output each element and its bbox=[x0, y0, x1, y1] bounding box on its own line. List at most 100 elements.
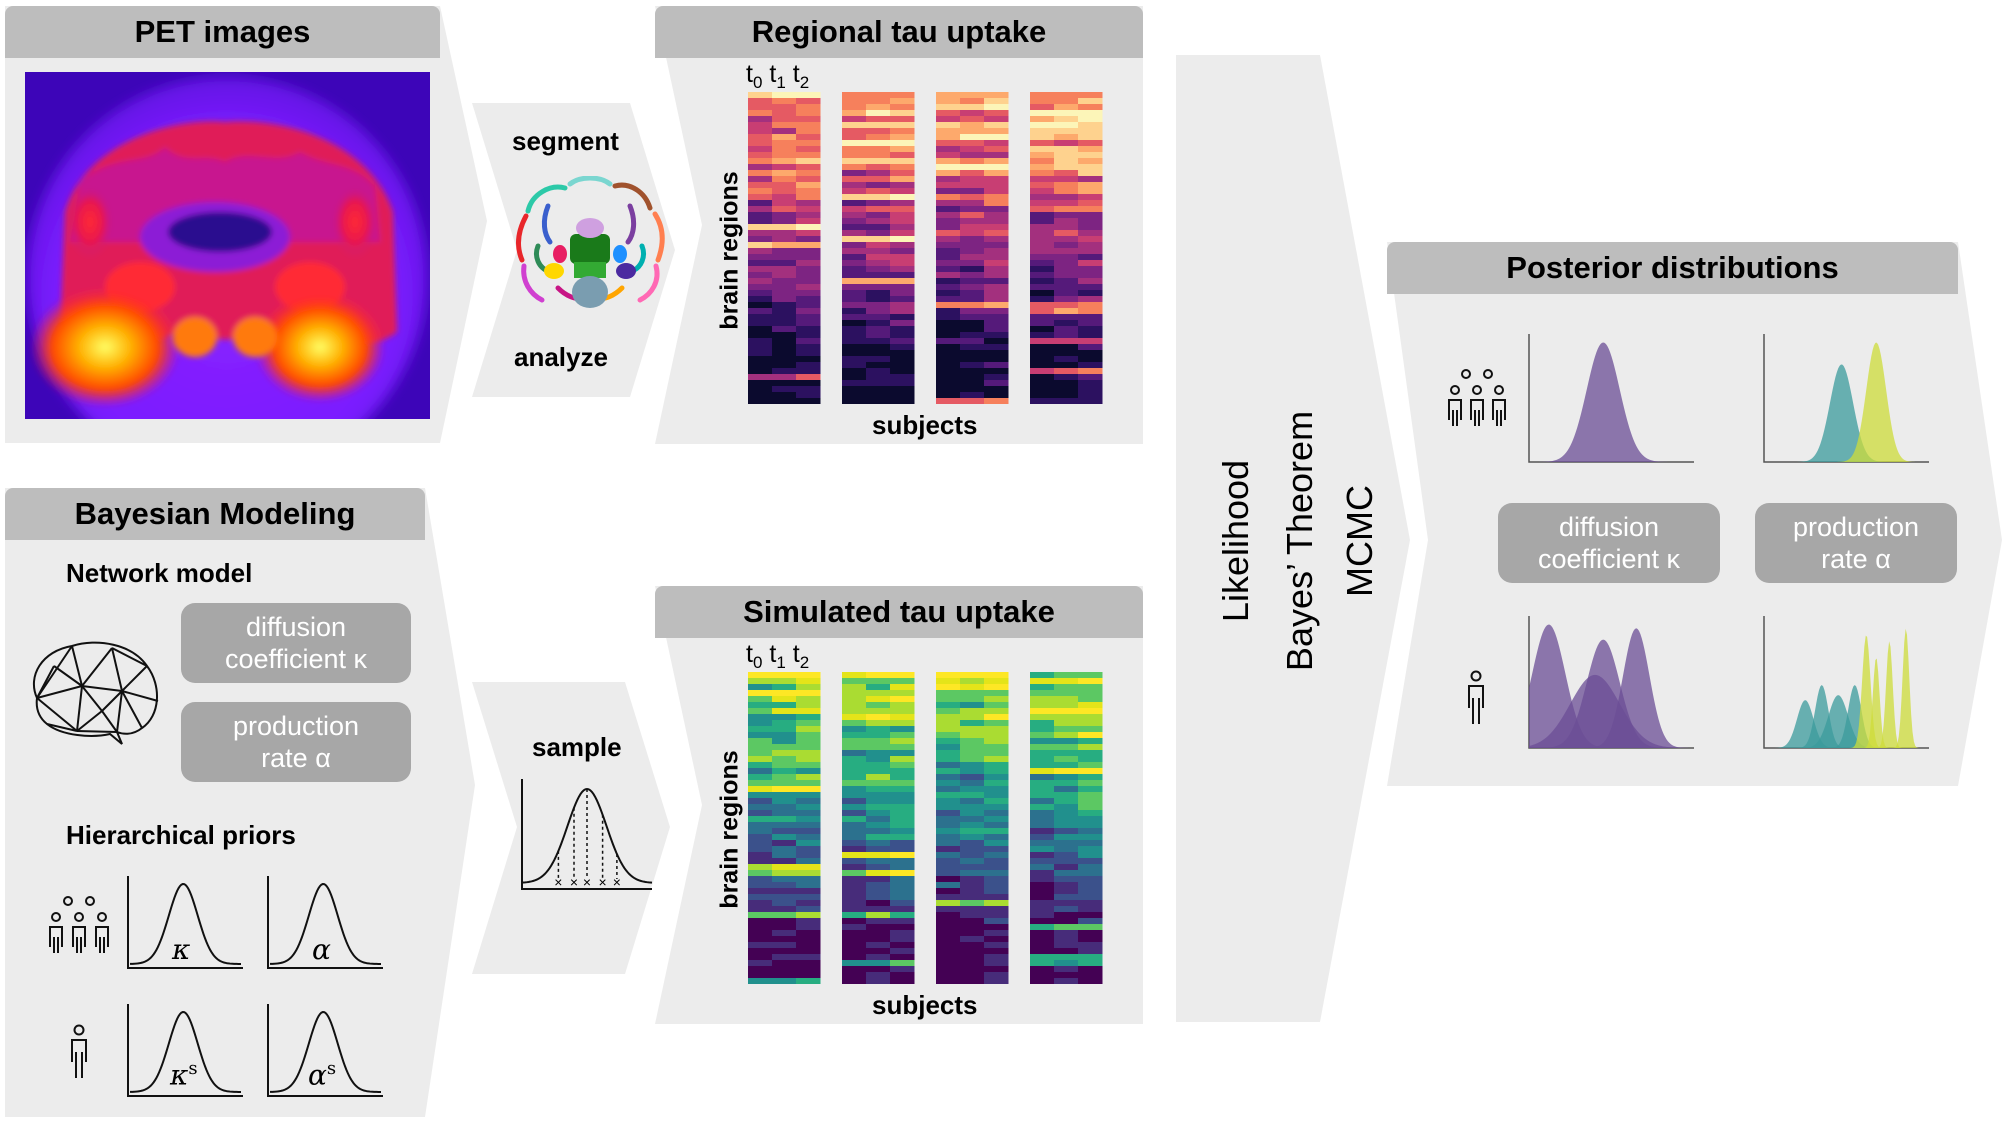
simulated-heatmap-cell bbox=[890, 780, 915, 787]
regional-heatmap-cell bbox=[960, 284, 985, 291]
simulated-heatmap-cell bbox=[796, 738, 821, 745]
regional-heatmap-cell bbox=[960, 116, 985, 123]
regional-heatmap-cell bbox=[772, 176, 797, 183]
simulated-heatmap-cell bbox=[748, 756, 773, 763]
inference-bayes: Bayes’ Theorem bbox=[1279, 410, 1320, 672]
regional-heatmap-cell bbox=[960, 236, 985, 243]
simulated-heatmap-cell bbox=[796, 810, 821, 817]
simulated-heatmap-cell bbox=[890, 942, 915, 949]
regional-heatmap-cell bbox=[1054, 302, 1079, 309]
simulated-heatmap-cell bbox=[936, 882, 961, 889]
posterior-panel-title: Posterior distributions bbox=[1387, 242, 1958, 294]
regional-heatmap-cell bbox=[772, 386, 797, 393]
simulated-heatmap-cell bbox=[748, 894, 773, 901]
simulated-heatmap-cell bbox=[796, 726, 821, 733]
regional-heatmap-cell bbox=[960, 254, 985, 261]
simulated-heatmap-cell bbox=[748, 780, 773, 787]
regional-heatmap-cell bbox=[748, 362, 773, 369]
simulated-heatmap-cell bbox=[1054, 876, 1079, 883]
simulated-heatmap-cell bbox=[748, 732, 773, 739]
simulated-heatmap-cell bbox=[842, 894, 867, 901]
regional-heatmap-cell bbox=[796, 224, 821, 231]
regional-heatmap-cell bbox=[842, 182, 867, 189]
simulated-heatmap-cell bbox=[1030, 768, 1055, 775]
regional-heatmap-cell bbox=[748, 128, 773, 135]
regional-heatmap-cell bbox=[984, 326, 1009, 333]
simulated-heatmap-cell bbox=[890, 720, 915, 727]
regional-heatmap-cell bbox=[960, 248, 985, 255]
regional-heatmap-cell bbox=[1030, 104, 1055, 111]
regional-heatmap-cell bbox=[1078, 290, 1103, 297]
regional-heatmap-cell bbox=[1030, 368, 1055, 375]
simulated-heatmap-cell bbox=[772, 852, 797, 859]
simulated-heatmap-cell bbox=[796, 960, 821, 967]
regional-heatmap-cell bbox=[866, 158, 891, 165]
simulated-heatmap-cell bbox=[936, 918, 961, 925]
regional-heatmap-cell bbox=[936, 368, 961, 375]
simulated-heatmap-cell bbox=[960, 834, 985, 841]
simulated-heatmap-cell bbox=[748, 792, 773, 799]
simulated-heatmap-cell bbox=[960, 720, 985, 727]
simulated-heatmap-cell bbox=[890, 834, 915, 841]
regional-heatmap-cell bbox=[890, 350, 915, 357]
regional-heatmap-cell bbox=[1078, 188, 1103, 195]
simulated-heatmap-cell bbox=[796, 696, 821, 703]
regional-heatmap-cell bbox=[866, 386, 891, 393]
simulated-heatmap-cell bbox=[796, 882, 821, 889]
regional-heatmap-cell bbox=[866, 350, 891, 357]
simulated-heatmap-cell bbox=[1030, 936, 1055, 943]
simulated-heatmap-cell bbox=[936, 840, 961, 847]
simulated-heatmap-cell bbox=[1078, 756, 1103, 763]
regional-heatmap-cell bbox=[960, 278, 985, 285]
simulated-heatmap-cell bbox=[772, 750, 797, 757]
regional-heatmap-cell bbox=[1054, 92, 1079, 99]
regional-heatmap-cell bbox=[890, 248, 915, 255]
regional-heatmap-cell bbox=[748, 92, 773, 99]
regional-heatmap-cell bbox=[842, 158, 867, 165]
regional-heatmap-cell bbox=[984, 224, 1009, 231]
sample-label: sample bbox=[532, 732, 622, 762]
regional-heatmap-cell bbox=[1054, 368, 1079, 375]
posterior-density bbox=[1529, 639, 1694, 748]
regional-heatmap-cell bbox=[1030, 326, 1055, 333]
simulated-heatmap-cell bbox=[936, 870, 961, 877]
regional-heatmap-cell bbox=[984, 362, 1009, 369]
regional-heatmap-cell bbox=[960, 338, 985, 345]
simulated-heatmap-cell bbox=[772, 924, 797, 931]
simulated-heatmap-cell bbox=[866, 720, 891, 727]
simulated-heatmap-cell bbox=[842, 768, 867, 775]
simulated-heatmap-cell bbox=[866, 900, 891, 907]
regional-heatmap-cell bbox=[772, 200, 797, 207]
regional-heatmap-cell bbox=[842, 110, 867, 117]
regional-heatmap-cell bbox=[866, 254, 891, 261]
regional-heatmap-cell bbox=[984, 386, 1009, 393]
regional-heatmap-cell bbox=[866, 146, 891, 153]
regional-heatmap-cell bbox=[890, 134, 915, 141]
regional-heatmap-cell bbox=[1054, 374, 1079, 381]
regional-heatmap-cell bbox=[960, 368, 985, 375]
regional-heatmap-cell bbox=[890, 176, 915, 183]
regional-heatmap-cell bbox=[890, 326, 915, 333]
regional-heatmap-cell bbox=[984, 314, 1009, 321]
regional-heatmap-cell bbox=[772, 356, 797, 363]
simulated-heatmap-cell bbox=[866, 870, 891, 877]
regional-heatmap-cell bbox=[1054, 110, 1079, 117]
simulated-heatmap-cell bbox=[1078, 972, 1103, 979]
regional-heatmap-cell bbox=[796, 116, 821, 123]
regional-heatmap-cell bbox=[936, 326, 961, 333]
simulated-heatmap-cell bbox=[796, 972, 821, 979]
regional-heatmap-cell bbox=[936, 152, 961, 159]
simulated-heatmap-cell bbox=[890, 774, 915, 781]
simulated-heatmap-cell bbox=[772, 786, 797, 793]
regional-heatmap-cell bbox=[748, 110, 773, 117]
regional-heatmap-cell bbox=[748, 266, 773, 273]
simulated-heatmap-cell bbox=[1030, 738, 1055, 745]
simulated-heatmap-cell bbox=[960, 930, 985, 937]
regional-heatmap-cell bbox=[1078, 296, 1103, 303]
posterior-diffusion-box: diffusion coefficient κ bbox=[1498, 503, 1720, 583]
regional-heatmap-cell bbox=[960, 110, 985, 117]
simulated-heatmap-cell bbox=[748, 816, 773, 823]
simulated-heatmap-cell bbox=[890, 822, 915, 829]
regional-heatmap-cell bbox=[796, 254, 821, 261]
simulated-heatmap-cell bbox=[866, 822, 891, 829]
